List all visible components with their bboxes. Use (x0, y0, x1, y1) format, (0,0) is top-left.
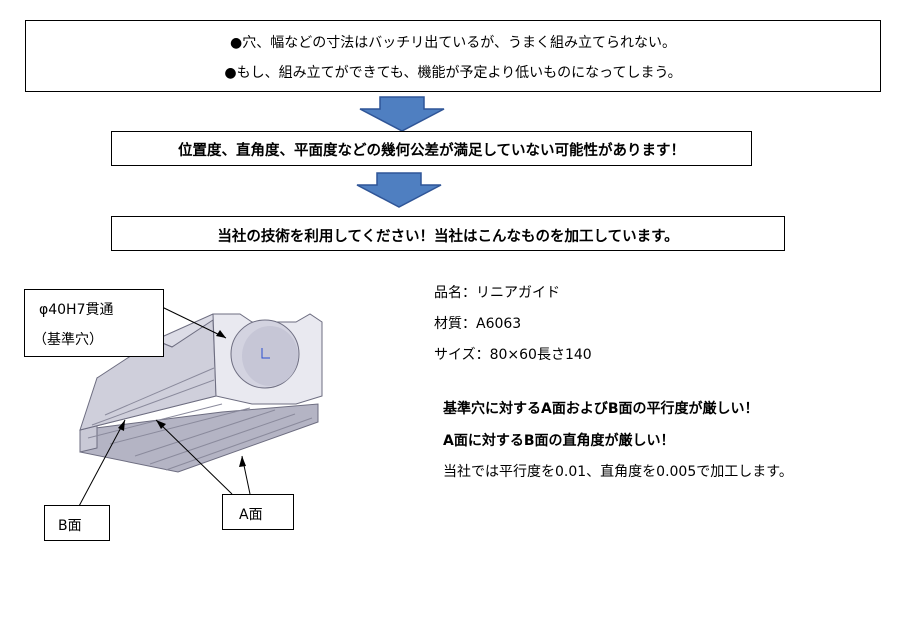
note-line-2: A面に対するB面の直角度が厳しい！ (443, 433, 675, 449)
cause-text: 位置度、直角度、平面度などの幾何公差が満足していない可能性があります！ (177, 143, 686, 159)
offer-text: 当社の技術を利用してください！当社はこんなものを加工しています。 (217, 229, 679, 245)
note-line-3: 当社では平行度を0.01、直角度を0.005で加工します。 (443, 464, 793, 480)
face-a-label-box: A面 (222, 494, 294, 530)
spec-material: 材質：A6063 (434, 316, 522, 332)
spec-size: サイズ：80×60長さ140 (434, 347, 592, 363)
down-arrow-icon (359, 96, 445, 132)
problem-box: ●穴、幅などの寸法はバッチリ出ているが、うまく組み立てられない。 ●もし、組み立… (25, 20, 881, 92)
hole-label-line-1: φ40H7貫通 (39, 302, 114, 318)
down-arrow-icon (356, 172, 442, 208)
face-a-label: A面 (239, 507, 263, 523)
face-b-label-box: B面 (44, 505, 110, 541)
hole-label-line-2: （基準穴） (33, 332, 103, 348)
offer-box: 当社の技術を利用してください！当社はこんなものを加工しています。 (111, 216, 785, 251)
hole-label-box: φ40H7貫通 （基準穴） (24, 289, 164, 357)
face-b-label: B面 (58, 518, 82, 534)
problem-line-2: ●もし、組み立てができても、機能が予定より低いものになってしまう。 (224, 65, 682, 81)
cause-box: 位置度、直角度、平面度などの幾何公差が満足していない可能性があります！ (111, 131, 752, 166)
linear-guide-illustration (77, 306, 323, 509)
problem-line-1: ●穴、幅などの寸法はバッチリ出ているが、うまく組み立てられない。 (230, 35, 676, 51)
note-line-1: 基準穴に対するA面およびB面の平行度が厳しい！ (443, 401, 759, 417)
spec-name: 品名：リニアガイド (434, 285, 560, 301)
